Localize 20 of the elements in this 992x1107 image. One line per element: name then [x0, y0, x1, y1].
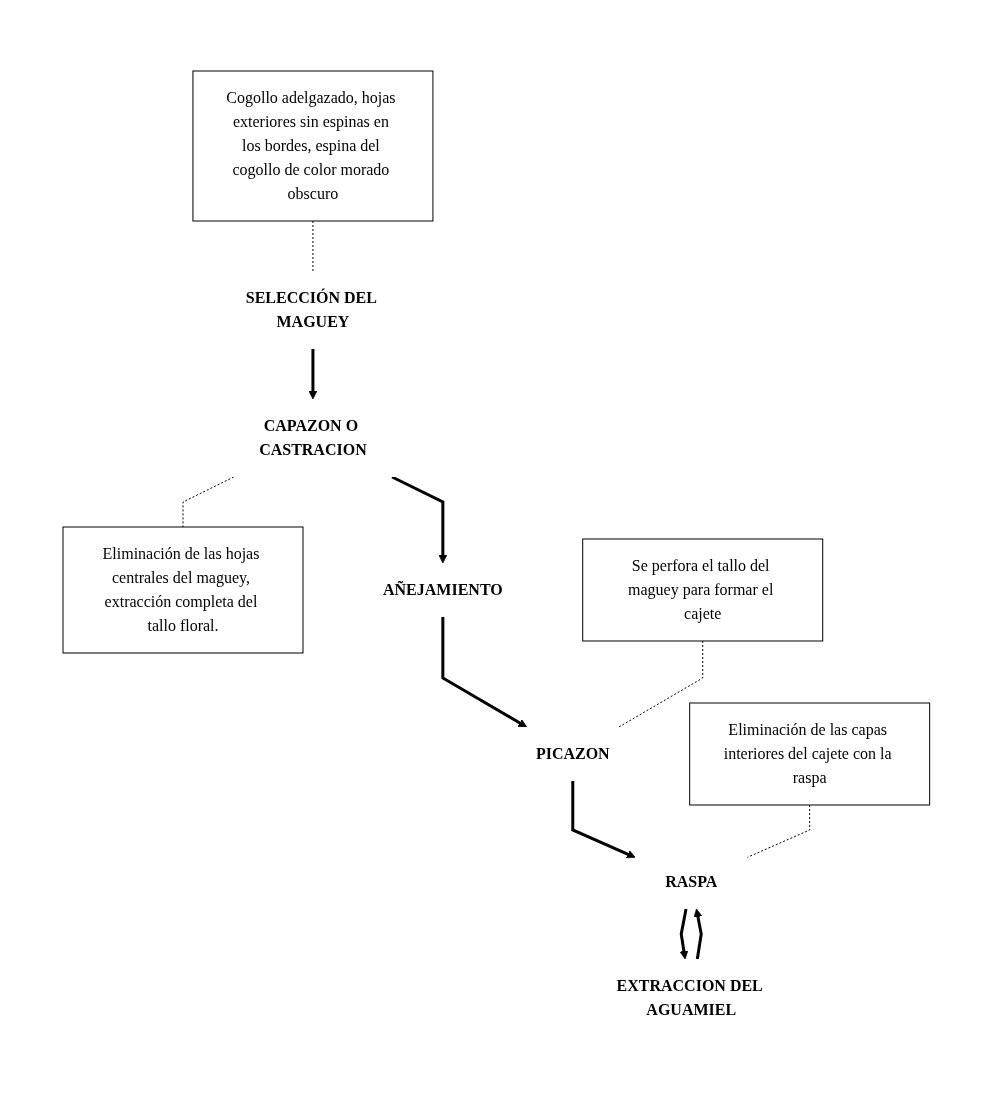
arrow	[441, 616, 527, 727]
arrow	[391, 475, 447, 563]
arrow	[570, 780, 636, 858]
connector	[312, 220, 314, 271]
node-box: Eliminación de las capas interiores del cajete con la raspa	[688, 702, 930, 805]
node-text: CAPAZON O CASTRACION	[258, 416, 367, 458]
node-box: Cogollo adelgazado, hojas exteriores sin espinas en los bordes, espina del cogollo de color morado obscuro	[192, 70, 434, 221]
connector	[746, 804, 810, 858]
node-box: Se perfora el tallo del maguey para formar el cajete	[581, 538, 823, 641]
arrow	[679, 908, 688, 959]
connector	[182, 476, 234, 527]
node-text: PICAZON	[535, 744, 610, 762]
node-text: SELECCIÓN DEL MAGUEY	[245, 288, 376, 330]
node-text: AÑEJAMIENTO	[382, 580, 503, 598]
node-box: Eliminación de las hojas centrales del maguey, extracción completa del tallo floral.	[62, 526, 304, 653]
node-text: EXTRACCION DEL AGUAMIEL	[616, 976, 762, 1018]
arrow	[308, 348, 317, 399]
connector	[618, 640, 703, 727]
node-text: RASPA	[664, 872, 717, 890]
arrow	[693, 908, 703, 959]
